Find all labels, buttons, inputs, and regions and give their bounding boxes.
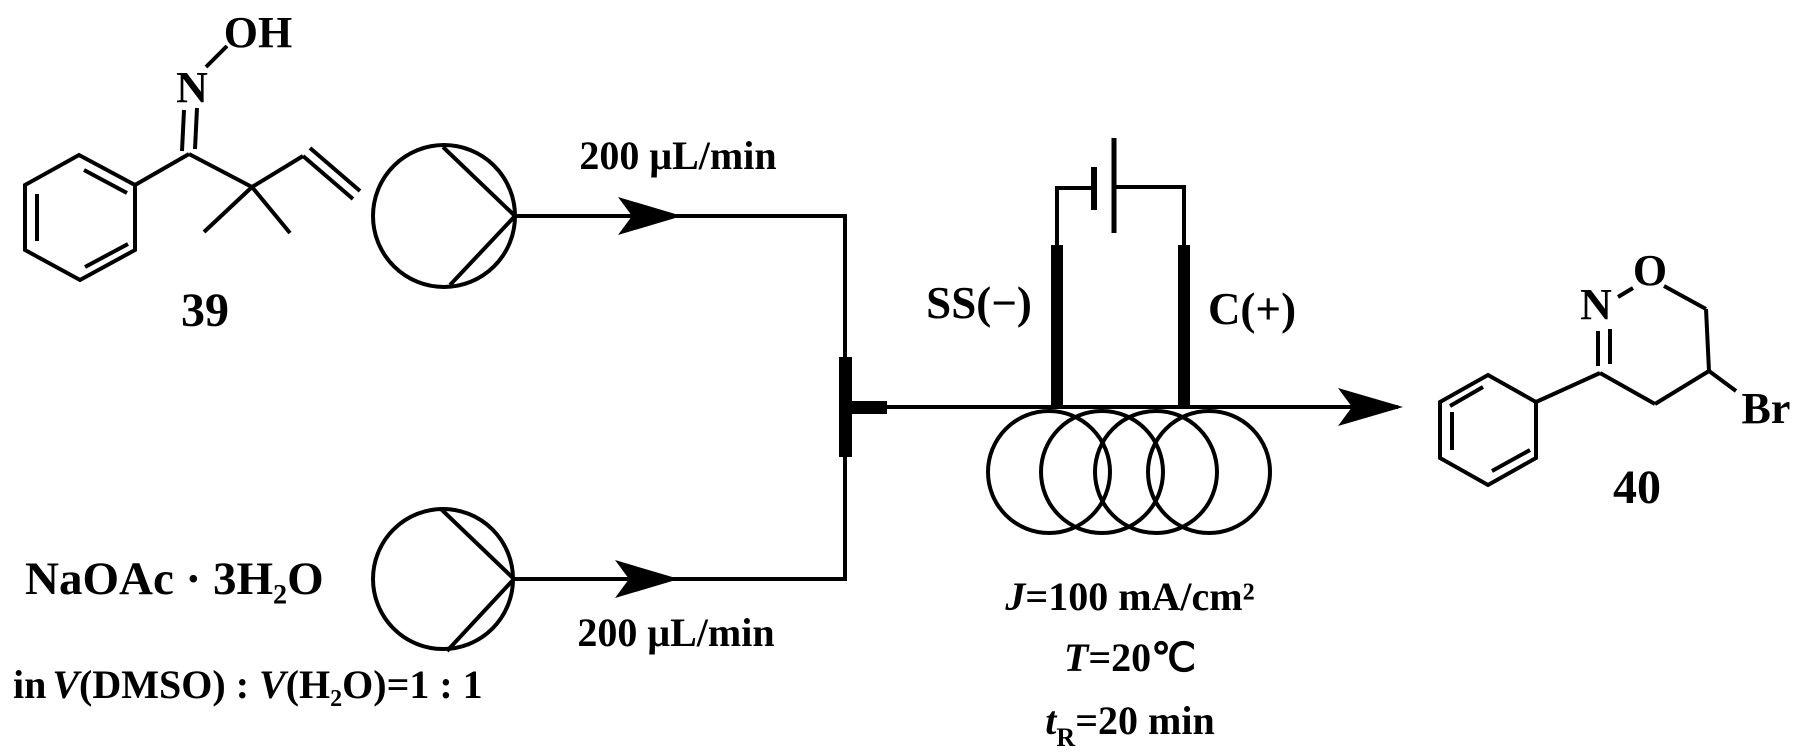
flow-rate-top-label: 200 μL/min bbox=[579, 133, 777, 178]
oh-label: OH bbox=[223, 8, 293, 57]
benzene-ring-40 bbox=[1438, 372, 1538, 488]
flow-arrowhead-bottom bbox=[615, 560, 679, 598]
compound-39-label: 39 bbox=[181, 284, 229, 337]
flow-line-bottom bbox=[514, 457, 847, 598]
residence-time-value: =20 min bbox=[1075, 698, 1215, 743]
cathode-label: SS(−) bbox=[926, 278, 1032, 328]
t-mixer-icon bbox=[839, 357, 887, 457]
anode-electrode bbox=[1178, 245, 1190, 406]
current-density-var: J bbox=[1005, 574, 1026, 619]
benzene-ring-39 bbox=[23, 152, 137, 283]
o-label-40: O bbox=[1632, 246, 1668, 295]
main-flow-line bbox=[886, 388, 1403, 426]
product-arrowhead bbox=[1338, 388, 1403, 426]
compound-40-label: 40 bbox=[1613, 461, 1661, 514]
solvent-prefix: in bbox=[13, 662, 47, 707]
reagent-label: NaOAc · 3H₂O bbox=[25, 553, 324, 605]
battery-icon bbox=[1055, 138, 1186, 245]
solvent-rest: (H₂O)=1 : 1 bbox=[285, 662, 483, 707]
residence-time-label: tR=20 min bbox=[1045, 701, 1214, 751]
pump-icon-top bbox=[371, 143, 517, 289]
temperature-var: T bbox=[1063, 635, 1089, 680]
n-label-39: N bbox=[176, 63, 208, 112]
temperature-value: =20℃ bbox=[1088, 635, 1197, 680]
flow-line-top bbox=[515, 197, 847, 358]
reactor-coil-icon bbox=[986, 409, 1272, 535]
compound-40-structure bbox=[1438, 284, 1738, 488]
solvent-v1: V bbox=[52, 662, 80, 707]
cathode-electrode bbox=[1051, 245, 1063, 406]
flow-arrowhead-top bbox=[618, 197, 682, 235]
anode-label: C(+) bbox=[1207, 284, 1297, 334]
flow-rate-bottom-label: 200 μL/min bbox=[577, 610, 775, 655]
temperature-label: T=20℃ bbox=[1064, 638, 1196, 678]
residence-time-sub: R bbox=[1056, 723, 1076, 752]
compound-39-structure bbox=[23, 44, 362, 283]
current-density-label: J=100 mA/cm² bbox=[1005, 577, 1254, 617]
solvent-v2: V bbox=[259, 662, 286, 707]
n-label-40: N bbox=[1580, 280, 1612, 329]
pump-icon-bottom bbox=[371, 507, 516, 653]
br-label: Br bbox=[1741, 384, 1791, 433]
current-density-value: =100 mA/cm² bbox=[1025, 574, 1255, 619]
solvent-mid: (DMSO) : bbox=[79, 662, 260, 707]
residence-time-var: t bbox=[1045, 698, 1057, 743]
